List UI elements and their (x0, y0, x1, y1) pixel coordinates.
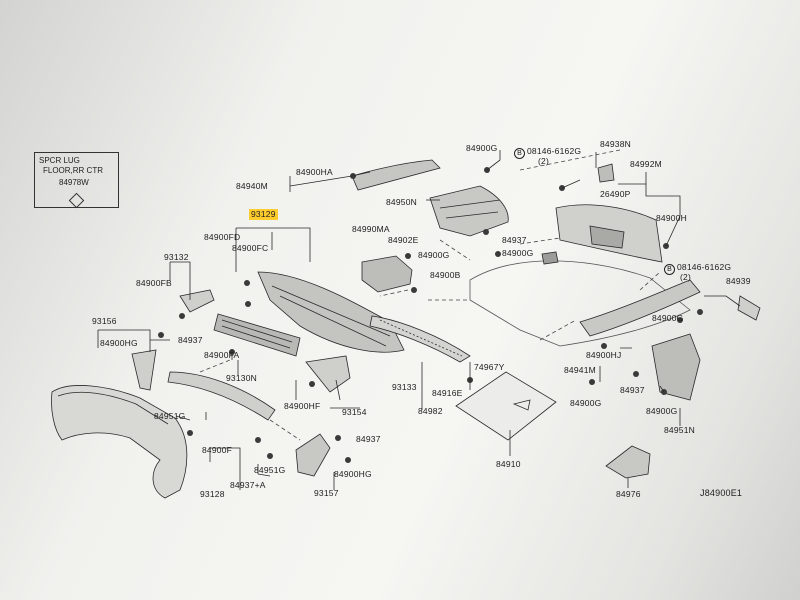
bolt-marker-icon: B (664, 264, 675, 275)
callout-84900G-f: 84900G (646, 406, 678, 416)
callout-93130N: 93130N (226, 373, 257, 383)
callout-93156: 93156 (92, 316, 117, 326)
legend-line-2: FLOOR,RR CTR (43, 166, 103, 175)
callout-84902E: 84902E (388, 235, 419, 245)
callout-qty-top: (2) (538, 156, 549, 166)
callout-84950N: 84950N (386, 197, 417, 207)
callout-84900F: 84900F (202, 445, 233, 455)
callout-84900FA: 84900FA (204, 350, 240, 360)
callout-84916E: 84916E (432, 388, 463, 398)
callout-84937-b: 84937 (178, 335, 203, 345)
callout-84938N: 84938N (600, 139, 631, 149)
callout-84900G-b: 84900G (418, 250, 450, 260)
callout-84900H: 84900H (656, 213, 687, 223)
callout-93154: 93154 (342, 407, 367, 417)
part-84910-board (455, 371, 557, 441)
diamond-icon (68, 192, 85, 209)
callout-84941M: 84941M (564, 365, 596, 375)
callout-84900G-e: 84900G (570, 398, 602, 408)
callout-93128: 93128 (200, 489, 225, 499)
part-93156-bracket (131, 349, 157, 391)
callout-84900HA: 84900HA (296, 167, 333, 177)
callout-84940M: 84940M (236, 181, 268, 191)
part-84990MA-box (361, 255, 413, 293)
part-84938N-piece (597, 163, 615, 183)
legend-line-3: 84978W (59, 178, 89, 187)
part-84976-piece (605, 445, 651, 479)
part-84941M-trim (579, 279, 701, 337)
callout-84951G-b: 84951G (254, 465, 286, 475)
callout-84900FC: 84900FC (232, 243, 269, 253)
callout-84937-d: 84937 (356, 434, 381, 444)
callout-84900HG-b: 84900HG (334, 469, 372, 479)
callout-84939: 84939 (726, 276, 751, 286)
callout-84900G-top: 84900G (466, 143, 498, 153)
callout-84900HG-a: 84900HG (100, 338, 138, 348)
part-84982-shelf (369, 315, 471, 363)
callout-93157: 93157 (314, 488, 339, 498)
legend-line-1: SPCR LUG (39, 156, 80, 165)
legend-box: SPCR LUG FLOOR,RR CTR 84978W (34, 152, 119, 209)
callout-93132: 93132 (164, 252, 189, 262)
callout-84900G-d: 84900G (652, 313, 684, 323)
callout-84900FB: 84900FB (136, 278, 172, 288)
part-93154-trim (167, 371, 276, 421)
callout-84976: 84976 (616, 489, 641, 499)
callout-84900HF: 84900HF (284, 401, 321, 411)
callout-84910: 84910 (496, 459, 521, 469)
callout-qty-right: (2) (680, 272, 691, 282)
callout-84900G-c: 84900G (502, 248, 534, 258)
bolt-marker-icon: B (514, 148, 525, 159)
part-93157-bracket (295, 433, 331, 477)
callout-84990MA: 84990MA (352, 224, 390, 234)
part-84939-bracket (737, 295, 761, 321)
callout-84937-c: 84937 (620, 385, 645, 395)
callout-26490P: 26490P (600, 189, 631, 199)
callout-84900HJ: 84900HJ (586, 350, 622, 360)
callout-84937-a: 84937 (502, 235, 527, 245)
callout-93129-highlighted: 93129 (249, 209, 278, 220)
part-93133-piece (305, 355, 351, 393)
callout-84900B: 84900B (430, 270, 461, 280)
floor-outline (469, 260, 691, 347)
part-93132-bracket (179, 289, 215, 313)
part-93128-trim (51, 385, 188, 499)
part-84950N-panel (429, 185, 509, 237)
callout-74967Y: 74967Y (474, 362, 505, 372)
callout-84982: 84982 (418, 406, 443, 416)
callout-84992M: 84992M (630, 159, 662, 169)
part-84940M-trim (351, 159, 441, 191)
callout-84951N: 84951N (664, 425, 695, 435)
part-93129-panel (257, 271, 405, 353)
part-84951N-panel (651, 333, 701, 401)
callout-84937A: 84937+A (230, 480, 266, 490)
callout-84900FD: 84900FD (204, 232, 241, 242)
callout-93133: 93133 (392, 382, 417, 392)
diagram-code: J84900E1 (700, 488, 743, 498)
callout-84951G-a: 84951G (154, 411, 186, 421)
